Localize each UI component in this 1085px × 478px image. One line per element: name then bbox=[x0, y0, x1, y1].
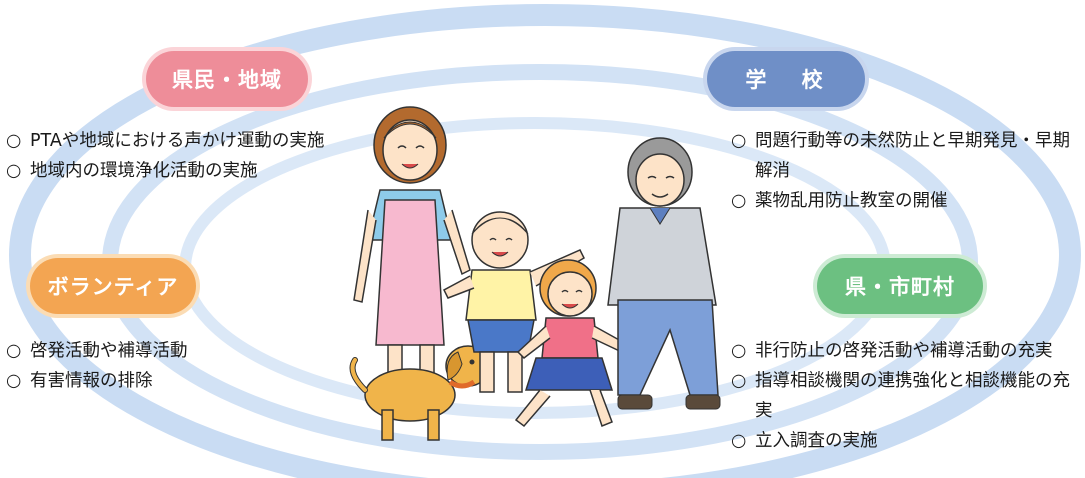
grandfather-figure bbox=[607, 137, 721, 410]
gakko-list: 問題行動等の未然防止と早期発見・早期解消 薬物乱用防止教室の開催 bbox=[731, 126, 1076, 216]
volunteer-list: 啓発活動や補導活動 有害情報の排除 bbox=[6, 336, 336, 396]
boy-figure bbox=[443, 211, 585, 393]
list-item: 啓発活動や補導活動 bbox=[6, 336, 336, 366]
list-item: 地域内の環境浄化活動の実施 bbox=[6, 156, 336, 186]
kenmin-chiiki-list: PTAや地域における声かけ運動の実施 地域内の環境浄化活動の実施 bbox=[6, 126, 336, 186]
list-item: PTAや地域における声かけ運動の実施 bbox=[6, 126, 336, 156]
mother-figure bbox=[353, 106, 471, 406]
list-item: 問題行動等の未然防止と早期発見・早期解消 bbox=[731, 126, 1076, 186]
family-illustration bbox=[349, 106, 721, 441]
kenmin-chiiki-label: 県民・地域 bbox=[146, 51, 308, 107]
list-item: 薬物乱用防止教室の開催 bbox=[731, 186, 1076, 216]
list-item: 非行防止の啓発活動や補導活動の充実 bbox=[731, 336, 1076, 366]
list-item: 有害情報の排除 bbox=[6, 366, 336, 396]
gakko-label: 学 校 bbox=[707, 51, 865, 107]
ken-shichoson-label: 県・市町村 bbox=[817, 258, 983, 314]
dog-figure bbox=[349, 345, 491, 441]
outer-ring bbox=[9, 4, 1081, 478]
volunteer-label: ボランティア bbox=[30, 258, 196, 314]
ken-shichoson-list: 非行防止の啓発活動や補導活動の充実 指導相談機関の連携強化と相談機能の充実 立入… bbox=[731, 336, 1076, 456]
girl-figure bbox=[514, 259, 631, 428]
list-item: 立入調査の実施 bbox=[731, 426, 1076, 456]
list-item: 指導相談機関の連携強化と相談機能の充実 bbox=[731, 366, 1076, 426]
